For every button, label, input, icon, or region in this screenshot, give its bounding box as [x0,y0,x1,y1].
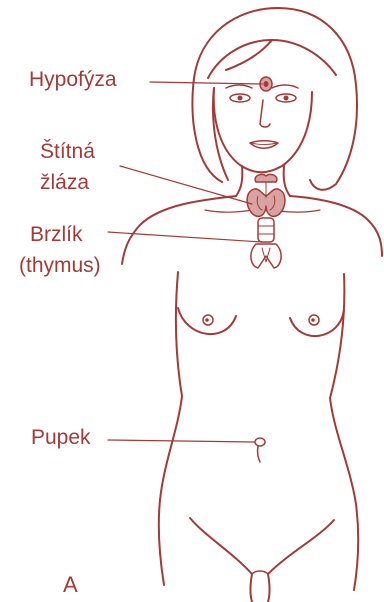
neck-right [284,166,290,196]
right-pupil [284,96,289,101]
torso-left [159,272,182,585]
leader-stitna [120,166,252,204]
navel-icon [255,438,265,462]
right-nipple-center [311,318,315,322]
left-shoulder-arm [122,196,236,264]
label-hypofyza: Hypofýza [29,68,117,92]
left-nipple-center [205,318,209,322]
right-shoulder-arm [290,196,382,256]
crotch [252,571,268,574]
mouth-line [251,143,277,145]
label-pupek: Pupek [31,426,91,450]
groin-line [190,518,334,574]
label-brzlik: Brzlík [30,223,83,247]
hair-outline [192,8,357,190]
panel-label: A [63,573,78,597]
neck-left [236,166,242,196]
torso-right [330,274,358,590]
leader-pupek [108,440,254,442]
left-eyebrow [226,85,252,88]
label-stitna: Štítná [40,140,95,164]
nose [260,100,270,127]
hair-inner-left [213,88,228,180]
label-zlaza: žláza [40,171,89,195]
hair-fringe [208,40,336,78]
thyroid-gland-icon [247,174,285,216]
legs-inner [251,574,270,602]
right-eyebrow [272,85,298,88]
thymus-gland-icon [251,218,281,268]
label-thymus: (thymus) [19,254,101,278]
leader-hypofyza [150,82,262,84]
left-pupil [238,96,243,101]
leader-lines [108,82,262,442]
